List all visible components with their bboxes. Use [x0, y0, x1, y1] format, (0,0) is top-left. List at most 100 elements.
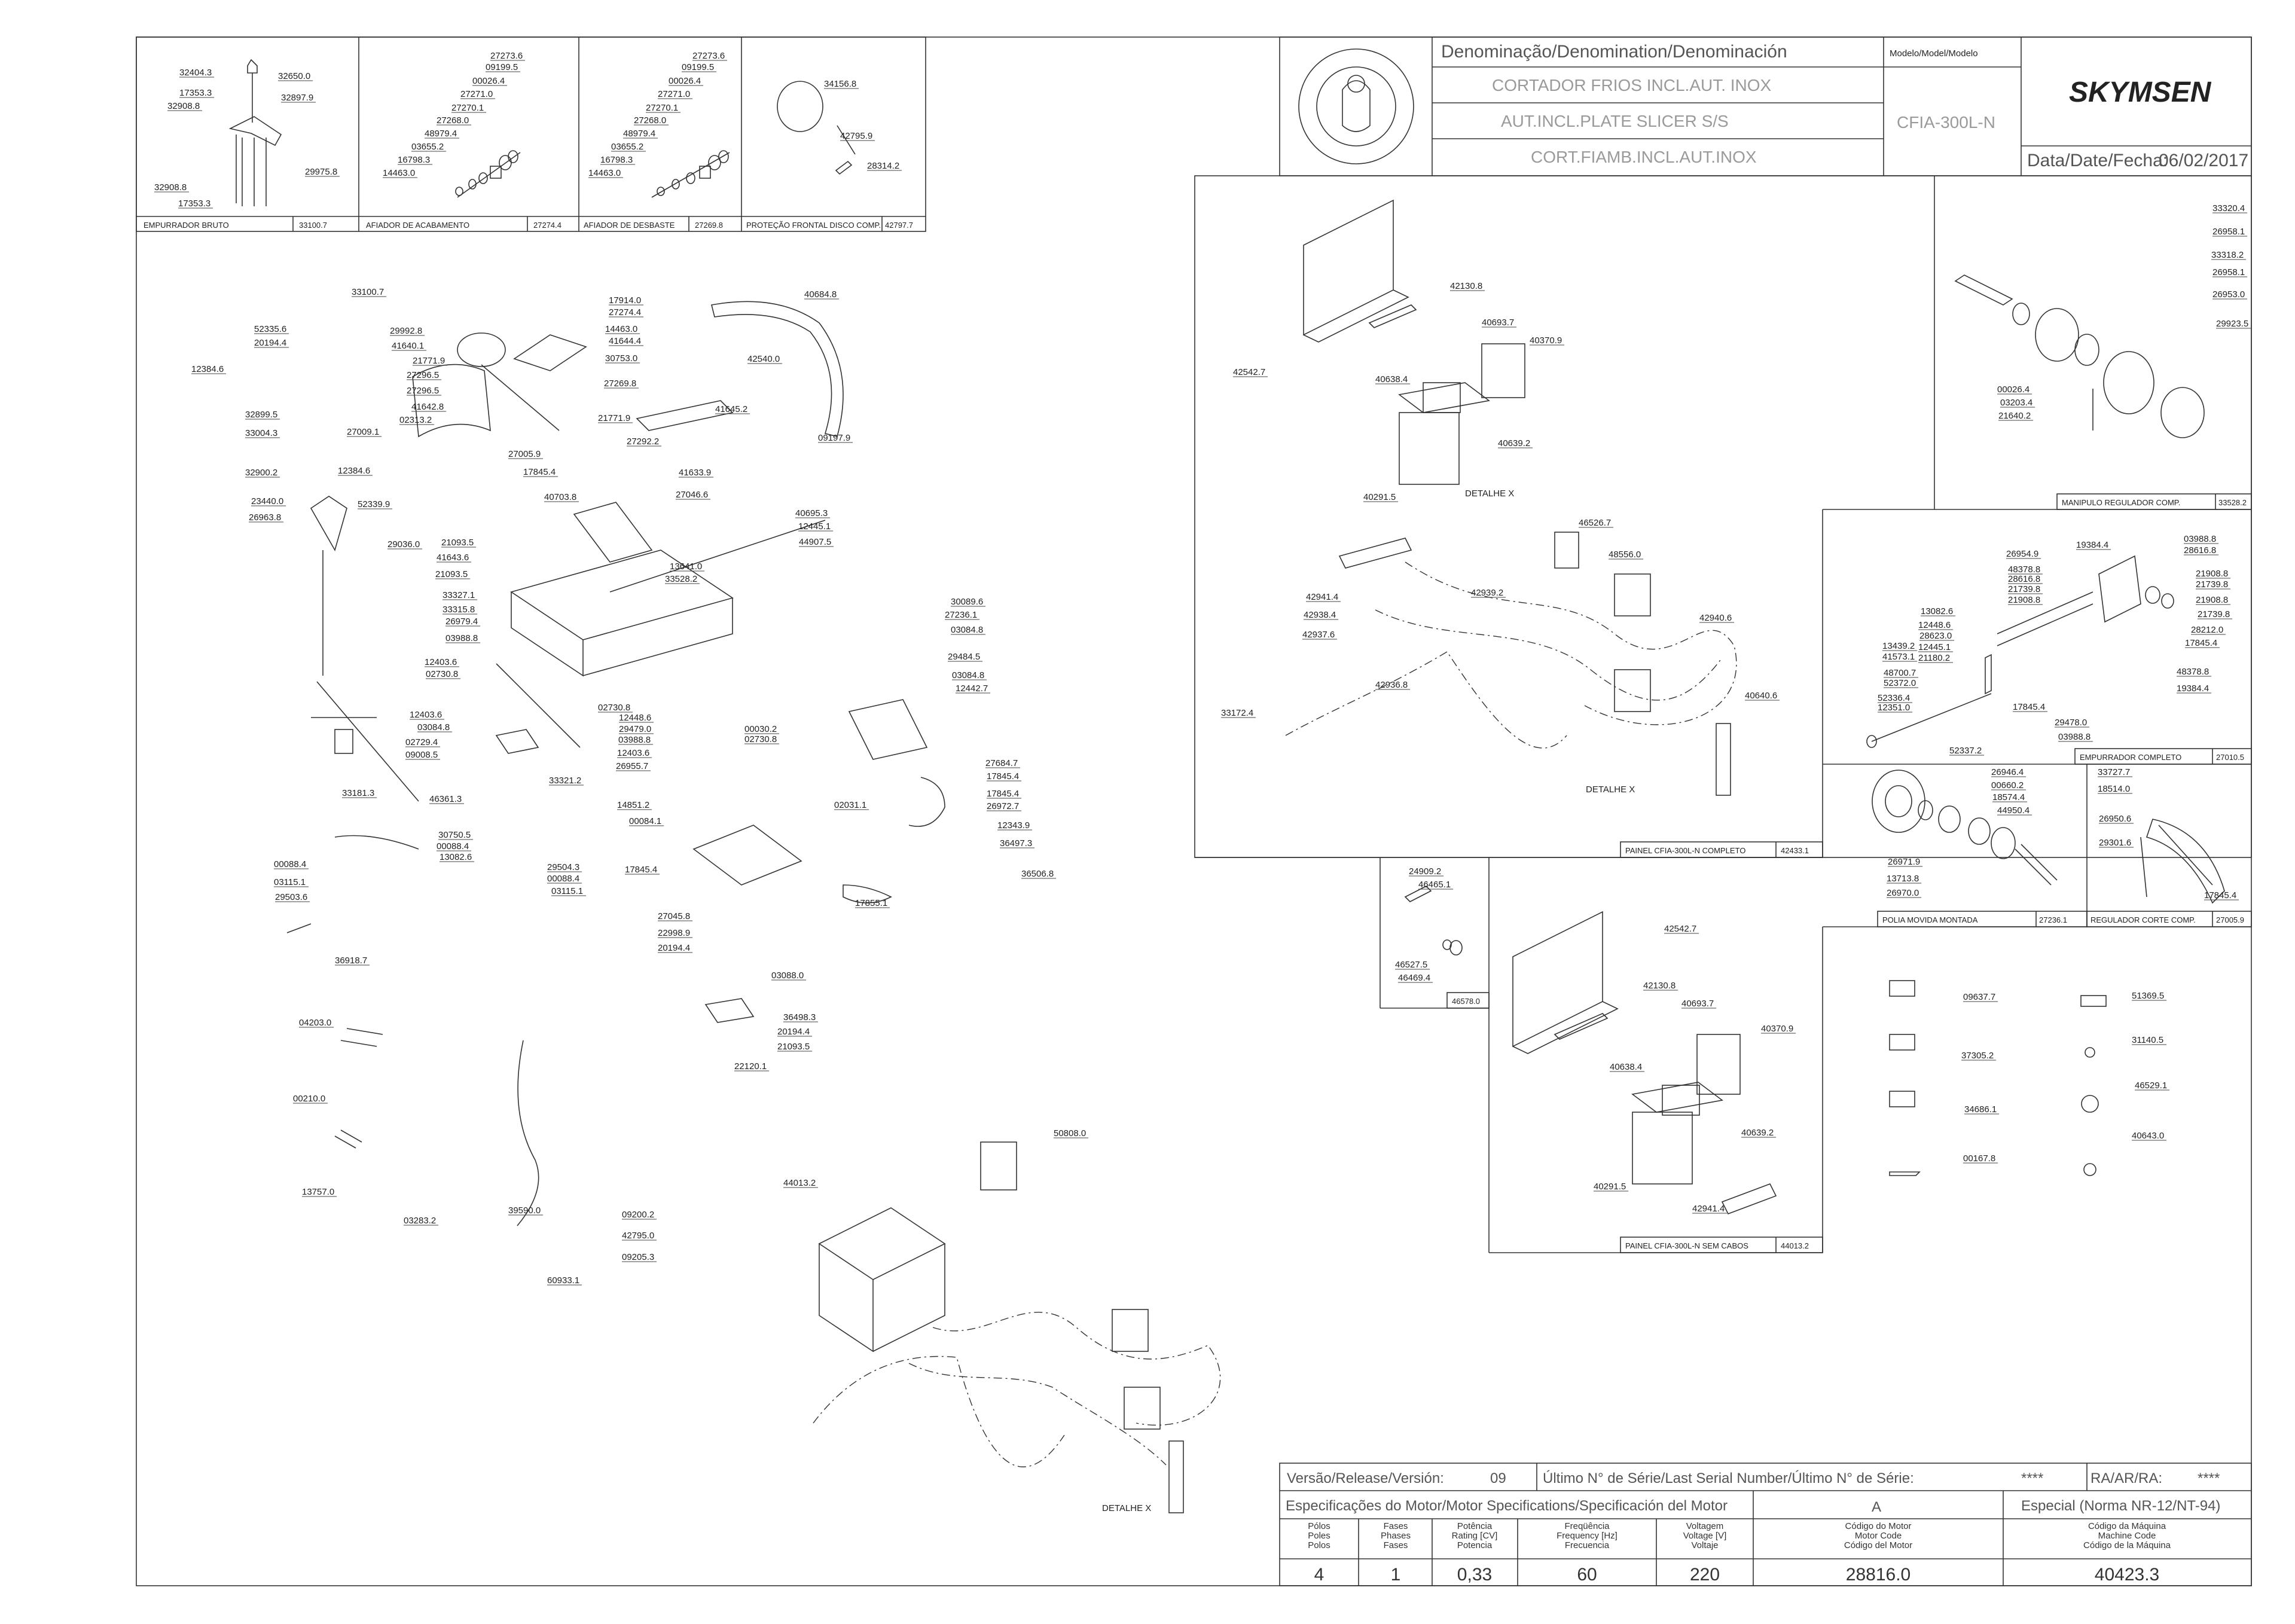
- empurrador-completo-label: 52336.4: [1878, 693, 1910, 703]
- main-label: 12384.6: [338, 466, 370, 476]
- stickers-drawing: [1889, 980, 2107, 1176]
- header-block: Denominação/Denomination/Denominación CO…: [1279, 36, 2252, 176]
- painel-completo-label: 33172.4: [1221, 708, 1253, 718]
- manipulo-label: 00026.4: [1997, 384, 2030, 395]
- empurrador-completo-label: 21739.8: [2008, 584, 2040, 594]
- painel-sem-cabos-label: 40638.4: [1610, 1062, 1642, 1072]
- box-46578-label: 46527.5: [1395, 960, 1427, 970]
- main-label: 23440.0: [251, 496, 283, 506]
- motor-col-3-value: 0,33: [1457, 1565, 1492, 1585]
- afiador-desbaste-label: 14463.0: [588, 168, 621, 178]
- painel-sem-cabos-label: 42130.8: [1643, 981, 1676, 991]
- box-46578-label: 46465.1: [1418, 880, 1451, 890]
- main-label: 03084.8: [951, 625, 983, 635]
- main-label: 60933.1: [547, 1275, 579, 1286]
- empurrador-completo-title: EMPURRADOR COMPLETO: [2080, 753, 2181, 762]
- empurrador-completo-label: 12351.0: [1878, 703, 1910, 713]
- brand-logo: SKYMSEN: [2069, 77, 2212, 108]
- afiador-acabamento-label: 27268.0: [437, 115, 469, 126]
- painel-sem-cabos-label: 40291.5: [1594, 1182, 1626, 1192]
- painel-sem-cabos-title: PAINEL CFIA-300L-N SEM CABOS: [1625, 1241, 1748, 1250]
- main-label: 41643.6: [437, 552, 469, 563]
- painel-completo-label: 40693.7: [1482, 318, 1514, 328]
- motor-spec-label: Especificações do Motor/Motor Specificat…: [1286, 1498, 1728, 1514]
- main-label: 30750.5: [438, 830, 471, 840]
- main-label: 00088.4: [437, 841, 469, 851]
- afiador-desbaste-title: AFIADOR DE DESBASTE: [584, 221, 675, 230]
- motor-col-5-l3: Voltaje: [1691, 1540, 1718, 1550]
- painel-sem-cabos-label: 42542.7: [1664, 924, 1696, 934]
- main-label: 00210.0: [293, 1094, 325, 1104]
- main-label: 03988.8: [445, 633, 478, 643]
- painel-completo-label: 46526.7: [1579, 518, 1611, 528]
- afiador-acabamento-title: AFIADOR DE ACABAMENTO: [366, 221, 469, 230]
- main-label: 42795.0: [622, 1231, 654, 1241]
- main-label: 03084.8: [952, 670, 984, 680]
- afiador-acabamento-label: 27270.1: [451, 103, 484, 113]
- empurrador-completo-label: 03988.8: [2058, 732, 2090, 742]
- polia-label: 44950.4: [1997, 805, 2030, 816]
- main-label: 32900.2: [245, 468, 277, 478]
- afiador-desbaste-label: 27268.0: [634, 115, 666, 126]
- empurrador-completo-label: 48378.8: [2008, 564, 2040, 575]
- polia-title: POLIA MOVIDA MONTADA: [1882, 915, 1978, 924]
- main-label: 33315.8: [442, 605, 475, 615]
- main-label: 00084.1: [629, 816, 661, 826]
- empurrador-completo-code: 27010.5: [2216, 753, 2244, 762]
- box-46578-drawing: [1404, 886, 1463, 956]
- main-label: 41642.8: [411, 402, 444, 412]
- main-label: 50808.0: [1054, 1128, 1086, 1138]
- main-detail-label: DETALHE X: [1102, 1503, 1151, 1513]
- motor-col-6-l3: Código del Motor: [1844, 1540, 1912, 1550]
- afiador-desbaste-label: 03655.2: [611, 142, 643, 152]
- main-label: 20194.4: [777, 1027, 810, 1037]
- afiador-acabamento-label: 09199.5: [486, 62, 518, 72]
- empurrador-completo-drawing: [1866, 555, 2174, 748]
- main-label: 13082.6: [440, 852, 472, 862]
- main-label: 22998.9: [658, 928, 690, 938]
- top-subassembly-boxes: EMPURRADOR BRUTO 33100.7 AFIADOR DE ACAB…: [136, 36, 926, 232]
- main-label: 17845.4: [987, 771, 1019, 782]
- main-label: 21771.9: [413, 356, 445, 366]
- date-value: 06/02/2017: [2159, 151, 2248, 170]
- main-label: 09008.5: [405, 750, 438, 760]
- empurrador-bruto-label: 32908.8: [167, 101, 200, 111]
- empurrador-completo-label: 21739.8: [2198, 609, 2230, 619]
- empurrador-completo-label: 13082.6: [1921, 606, 1953, 616]
- polia-label: 26970.0: [1887, 888, 1919, 898]
- main-label: 03115.1: [274, 877, 306, 887]
- main-label: 33528.2: [665, 574, 697, 584]
- box-46578-label: 46469.4: [1398, 973, 1430, 983]
- stickers-label: 34686.1: [1964, 1104, 1997, 1115]
- main-label: 27274.4: [609, 307, 641, 318]
- motor-col-3-l2: Rating [CV]: [1452, 1531, 1498, 1541]
- main-label: 36498.3: [783, 1012, 816, 1022]
- regulador-corte-label: 18514.0: [2098, 784, 2130, 794]
- painel-completo-detail-2: DETALHE X: [1586, 784, 1635, 795]
- empurrador-completo-label: 52372.0: [1884, 678, 1916, 688]
- main-label: 02031.1: [834, 800, 866, 810]
- main-label: 03283.2: [404, 1216, 436, 1226]
- empurrador-completo-label: 21908.8: [2196, 569, 2228, 579]
- motor-spec-value: A: [1872, 1499, 1881, 1515]
- main-label: 36506.8: [1021, 869, 1054, 879]
- product-name-en: AUT.INCL.PLATE SLICER S/S: [1501, 112, 1729, 130]
- stickers-label: 09637.7: [1963, 992, 1995, 1002]
- regulador-corte-label: 26950.6: [2099, 814, 2131, 824]
- main-label: 27684.7: [985, 758, 1018, 768]
- motor-col-5-value: 220: [1690, 1565, 1720, 1585]
- manipulo-label: 29923.5: [2216, 319, 2248, 329]
- main-label: 03115.1: [551, 886, 583, 896]
- right-panels-frame: [1194, 175, 2252, 1253]
- main-label: 27236.1: [945, 610, 977, 620]
- polia-label: 00660.2: [1991, 780, 2024, 790]
- main-label: 00088.4: [274, 859, 306, 869]
- polia-label: 18574.4: [1992, 792, 2025, 802]
- afiador-desbaste-label: 16798.3: [600, 155, 633, 165]
- main-label: 12403.6: [410, 710, 442, 720]
- empurrador-completo-label: 52337.2: [1949, 746, 1982, 756]
- painel-sem-cabos-drawing: [1512, 911, 1777, 1215]
- painel-completo-label: 40639.2: [1498, 438, 1530, 448]
- afiador-desbaste-label: 27270.1: [646, 103, 678, 113]
